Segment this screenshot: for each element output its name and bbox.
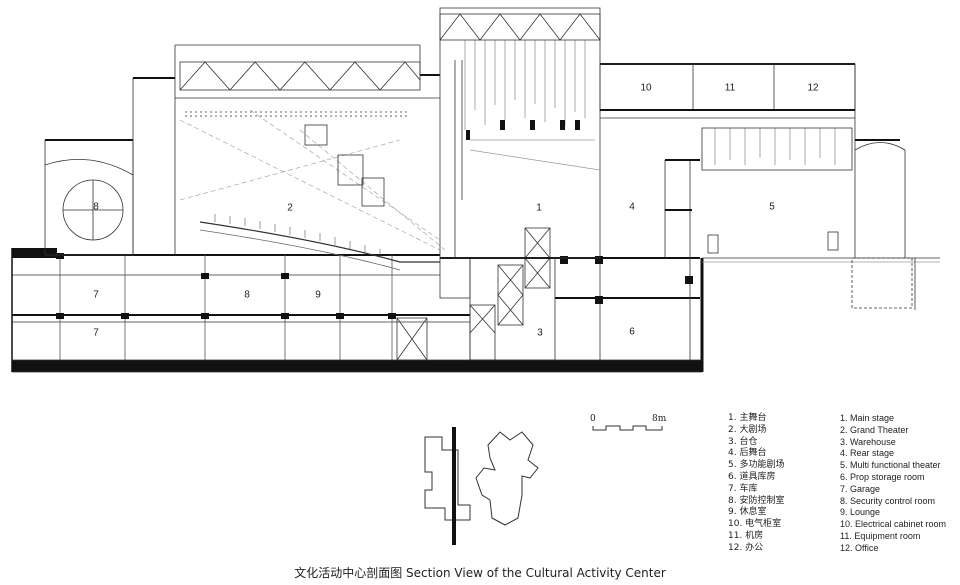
roof-truss xyxy=(179,61,421,91)
label-lounge: 9 xyxy=(315,290,321,301)
legend-cn-item: 3. 台仓 xyxy=(728,436,758,447)
legend-cn-item: 1. 主舞台 xyxy=(728,413,767,423)
legend-en-item: 8. Security control room xyxy=(840,495,936,506)
legend-en-item: 12. Office xyxy=(840,542,879,553)
legend-en-item: 7. Garage xyxy=(840,483,881,494)
legend-en-item: 3. Warehouse xyxy=(840,436,896,447)
label-warehouse: 3 xyxy=(537,328,543,339)
legend-en-item: 10. Electrical cabinet room xyxy=(840,519,947,530)
label-multi-theater: 5 xyxy=(769,202,775,213)
scale-end-label: 8m xyxy=(652,414,667,424)
label-grand-theater: 2 xyxy=(287,203,293,214)
legend-en-item: 4. Rear stage xyxy=(840,448,895,459)
legend-cn-item: 11. 机房 xyxy=(728,530,764,541)
legend-cn-item: 12. 办公 xyxy=(728,542,764,553)
legend-en-item: 11. Equipment room xyxy=(840,530,921,541)
legend-cn-item: 9. 休息室 xyxy=(728,507,767,518)
legend-cn-item: 2. 大剧场 xyxy=(728,424,767,435)
legend-en-item: 9. Lounge xyxy=(840,507,881,518)
label-electrical-room: 10 xyxy=(640,83,652,94)
scale-bar xyxy=(592,425,663,431)
seating-rake xyxy=(199,221,440,263)
label-rear-stage: 4 xyxy=(629,202,635,213)
label-garage-lower: 7 xyxy=(93,328,99,339)
foundation-slab xyxy=(12,360,702,372)
legend-cn-item: 10. 电气柜室 xyxy=(728,519,782,530)
legend-cn-item: 5. 多功能剧场 xyxy=(728,460,785,471)
fly-tower xyxy=(439,7,601,259)
legend-english: 1. Main stage 2. Grand Theater 3. Wareho… xyxy=(840,413,946,555)
label-security-lobby: 8 xyxy=(93,202,99,213)
label-garage-upper: 7 xyxy=(93,290,99,301)
legend-en-item: 1. Main stage xyxy=(840,413,895,423)
legend-en-item: 2. Grand Theater xyxy=(840,424,909,435)
legend-en-item: 6. Prop storage room xyxy=(840,471,925,482)
legend-cn-item: 8. 安防控制室 xyxy=(728,495,785,506)
drawing-caption: 文化活动中心剖面图 Section View of the Cultural A… xyxy=(294,566,666,580)
label-security-control: 8 xyxy=(244,290,250,301)
legend-cn-item: 4. 后舞台 xyxy=(728,448,767,459)
legend-cn-item: 6. 道具库房 xyxy=(728,471,776,482)
stage-pit xyxy=(469,257,556,361)
label-main-stage: 1 xyxy=(536,203,542,214)
legend-en-item: 5. Multi functional theater xyxy=(840,460,941,471)
label-prop-storage: 6 xyxy=(629,327,635,338)
label-equipment-room: 11 xyxy=(725,83,736,94)
legend-cn-item: 7. 车库 xyxy=(728,483,758,494)
scale-start-label: 0 xyxy=(590,414,596,424)
label-office: 12 xyxy=(807,83,819,94)
legend-chinese: 1. 主舞台 2. 大剧场 3. 台仓 4. 后舞台 5. 多功能剧场 6. 道… xyxy=(728,413,784,555)
key-plan xyxy=(424,427,539,545)
